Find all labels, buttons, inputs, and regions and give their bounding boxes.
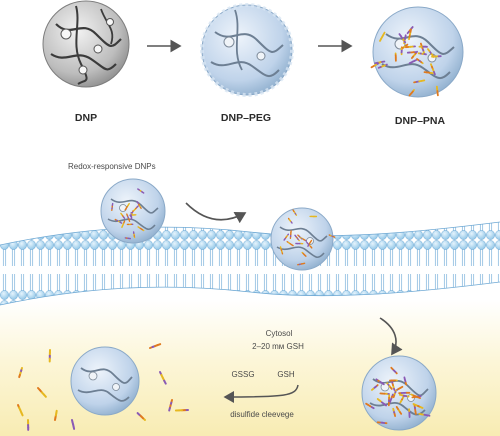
pna-segment bbox=[399, 399, 403, 404]
pna-segment bbox=[122, 216, 126, 220]
pna-segment bbox=[168, 406, 171, 412]
pna-segment bbox=[297, 234, 300, 237]
pna-segment bbox=[20, 411, 24, 417]
pna-segment bbox=[419, 406, 424, 409]
released-pna-strands bbox=[17, 343, 189, 431]
pna-segment bbox=[137, 226, 141, 229]
label-dnp-pna: DNP–PNA bbox=[395, 115, 446, 127]
cytosol-title: Cytosol bbox=[266, 329, 293, 338]
pna-segment bbox=[370, 406, 375, 410]
label-dnp: DNP bbox=[75, 112, 97, 124]
pna-segment bbox=[290, 243, 294, 247]
dnp-particle bbox=[42, 0, 130, 88]
pna-strands-small bbox=[111, 188, 145, 240]
pna-segment bbox=[136, 205, 139, 208]
pna-segment bbox=[383, 402, 388, 407]
reaction-product-gssg: GSSG bbox=[231, 370, 254, 379]
pna-segment bbox=[413, 59, 418, 62]
dnp-pna-particle bbox=[370, 6, 464, 98]
pna-segment bbox=[389, 386, 393, 390]
pna-segment bbox=[163, 379, 167, 385]
pna-segment bbox=[374, 61, 379, 65]
pna-segment bbox=[408, 93, 412, 97]
pna-strands bbox=[370, 26, 442, 97]
pna-segment bbox=[388, 399, 392, 404]
pna-segment bbox=[136, 200, 139, 205]
pna-segment bbox=[392, 394, 396, 399]
pna-segment bbox=[411, 55, 415, 59]
pna-segment bbox=[409, 28, 412, 33]
dnp-released bbox=[70, 346, 140, 416]
pna-segment bbox=[399, 411, 403, 415]
redox-caption: Redox-responsive DNPs bbox=[68, 162, 156, 171]
pna-segment bbox=[382, 31, 386, 36]
pna-segment bbox=[420, 42, 423, 47]
arrow-gsh-to-gssg bbox=[223, 384, 299, 403]
reaction-caption: disulfide cleevege bbox=[230, 410, 294, 419]
pna-segment bbox=[42, 393, 47, 398]
pna-segment bbox=[309, 245, 313, 249]
pna-segment bbox=[432, 70, 436, 76]
pna-segment bbox=[406, 30, 410, 35]
pna-strands-small bbox=[279, 209, 336, 266]
pna-segment bbox=[404, 43, 409, 47]
pna-segment bbox=[156, 343, 162, 347]
pna-segment bbox=[137, 188, 141, 191]
pna-segment bbox=[119, 221, 123, 224]
reaction-reactant-gsh: GSH bbox=[277, 370, 295, 379]
dnp-in-cytosol bbox=[361, 355, 437, 431]
pna-segment bbox=[294, 234, 297, 238]
pna-segment bbox=[416, 396, 421, 399]
pna-segment bbox=[370, 65, 375, 69]
dnp-approaching bbox=[100, 178, 166, 244]
arrow-down-cytosol bbox=[379, 317, 403, 356]
pna-segment bbox=[398, 33, 402, 38]
pna-segment bbox=[404, 381, 408, 386]
pna-segment bbox=[279, 246, 282, 250]
label-dnp-peg: DNP–PEG bbox=[221, 112, 271, 124]
pna-segment bbox=[292, 209, 295, 213]
dnp-peg-particle bbox=[200, 3, 294, 97]
pna-strands bbox=[365, 366, 431, 425]
pna-segment bbox=[390, 366, 394, 371]
pna-segment bbox=[370, 387, 375, 391]
pna-segment bbox=[392, 407, 395, 412]
pna-segment bbox=[283, 237, 286, 241]
pna-segment bbox=[304, 254, 307, 257]
pna-segment bbox=[124, 207, 127, 211]
pna-segment bbox=[426, 414, 431, 417]
pna-segment bbox=[307, 244, 310, 247]
pna-segment bbox=[18, 373, 21, 379]
pna-segment bbox=[420, 79, 426, 82]
cell-membrane bbox=[0, 221, 500, 306]
arrow-into-membrane bbox=[185, 202, 247, 224]
pna-segment bbox=[416, 58, 420, 62]
dnp-in-membrane bbox=[270, 207, 336, 271]
pna-segment bbox=[377, 66, 382, 69]
pna-segment bbox=[126, 213, 129, 217]
pna-segment bbox=[123, 220, 126, 224]
cytosol-gsh-concentration: 2–20 mᴍ GSH bbox=[252, 342, 304, 351]
pna-segment bbox=[136, 412, 141, 416]
pna-segment bbox=[426, 48, 431, 52]
pna-segment bbox=[332, 235, 336, 238]
pna-segment bbox=[290, 221, 293, 224]
pna-segment bbox=[381, 382, 385, 386]
pna-segment bbox=[72, 425, 76, 430]
